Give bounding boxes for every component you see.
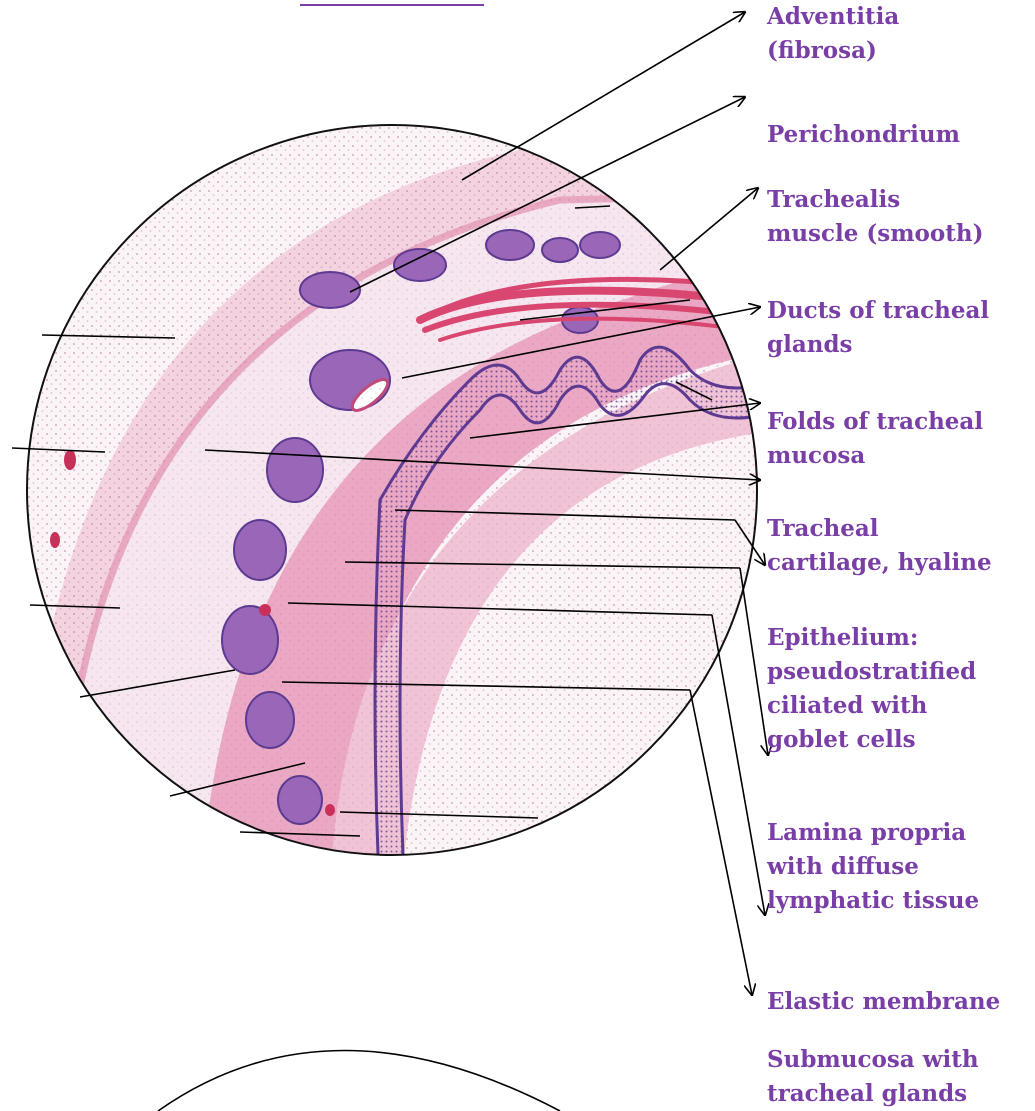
arrow-trachealis [660, 188, 758, 270]
label-epithelium: Epithelium: pseudostratified ciliated wi… [767, 621, 1033, 757]
label-submucosa: Submucosa with tracheal glands [767, 1043, 1033, 1111]
label-trachealis-muscle: Trachealis muscle (smooth) [767, 183, 1033, 251]
arrow-adventitia [462, 12, 745, 180]
label-ducts-of-tracheal-glands: Ducts of tracheal glands [767, 294, 1033, 362]
label-lamina-propria: Lamina propria with diffuse lymphatic ti… [767, 816, 1033, 918]
label-adventitia: Adventitia (fibrosa) [767, 0, 1033, 68]
second-micrograph-outline [158, 1051, 560, 1111]
label-folds-of-tracheal-mucosa: Folds of tracheal mucosa [767, 405, 1033, 473]
micrograph-view [0, 100, 780, 900]
label-elastic-membrane: Elastic membrane [767, 985, 1033, 1019]
label-tracheal-cartilage: Tracheal cartilage, hyaline [767, 512, 1033, 580]
label-perichondrium: Perichondrium [767, 118, 1033, 152]
